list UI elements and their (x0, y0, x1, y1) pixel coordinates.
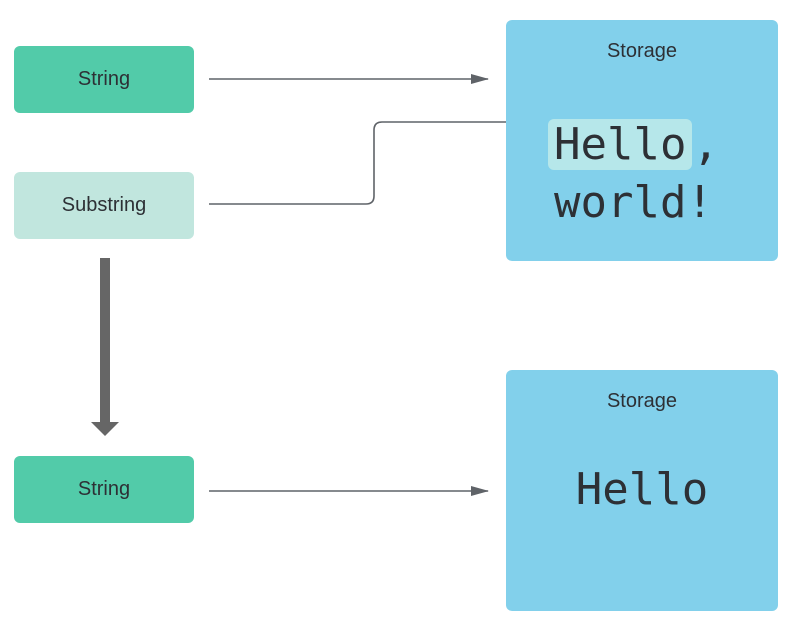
substring-box: Substring (14, 172, 194, 239)
storage-line-1: Hello, (548, 116, 719, 174)
string-label: String (77, 68, 131, 90)
arrow-substring-to-hello (209, 117, 529, 205)
storage-text: Hello (575, 464, 709, 515)
storage-label: Storage (606, 40, 678, 62)
storage-line-2: world! (554, 177, 713, 228)
storage-box-bottom: Storage Hello (506, 370, 778, 611)
shared-substring-highlight: Hello (548, 119, 693, 170)
conversion-arrow (91, 258, 119, 436)
storage-box-top: Storage Hello, world! (506, 20, 778, 261)
substring-label: Substring (61, 194, 147, 216)
string-label: String (77, 478, 131, 500)
storage-comma: , (692, 119, 719, 170)
string-box-top: String (14, 46, 194, 113)
storage-label: Storage (606, 390, 678, 412)
string-box-bottom: String (14, 456, 194, 523)
